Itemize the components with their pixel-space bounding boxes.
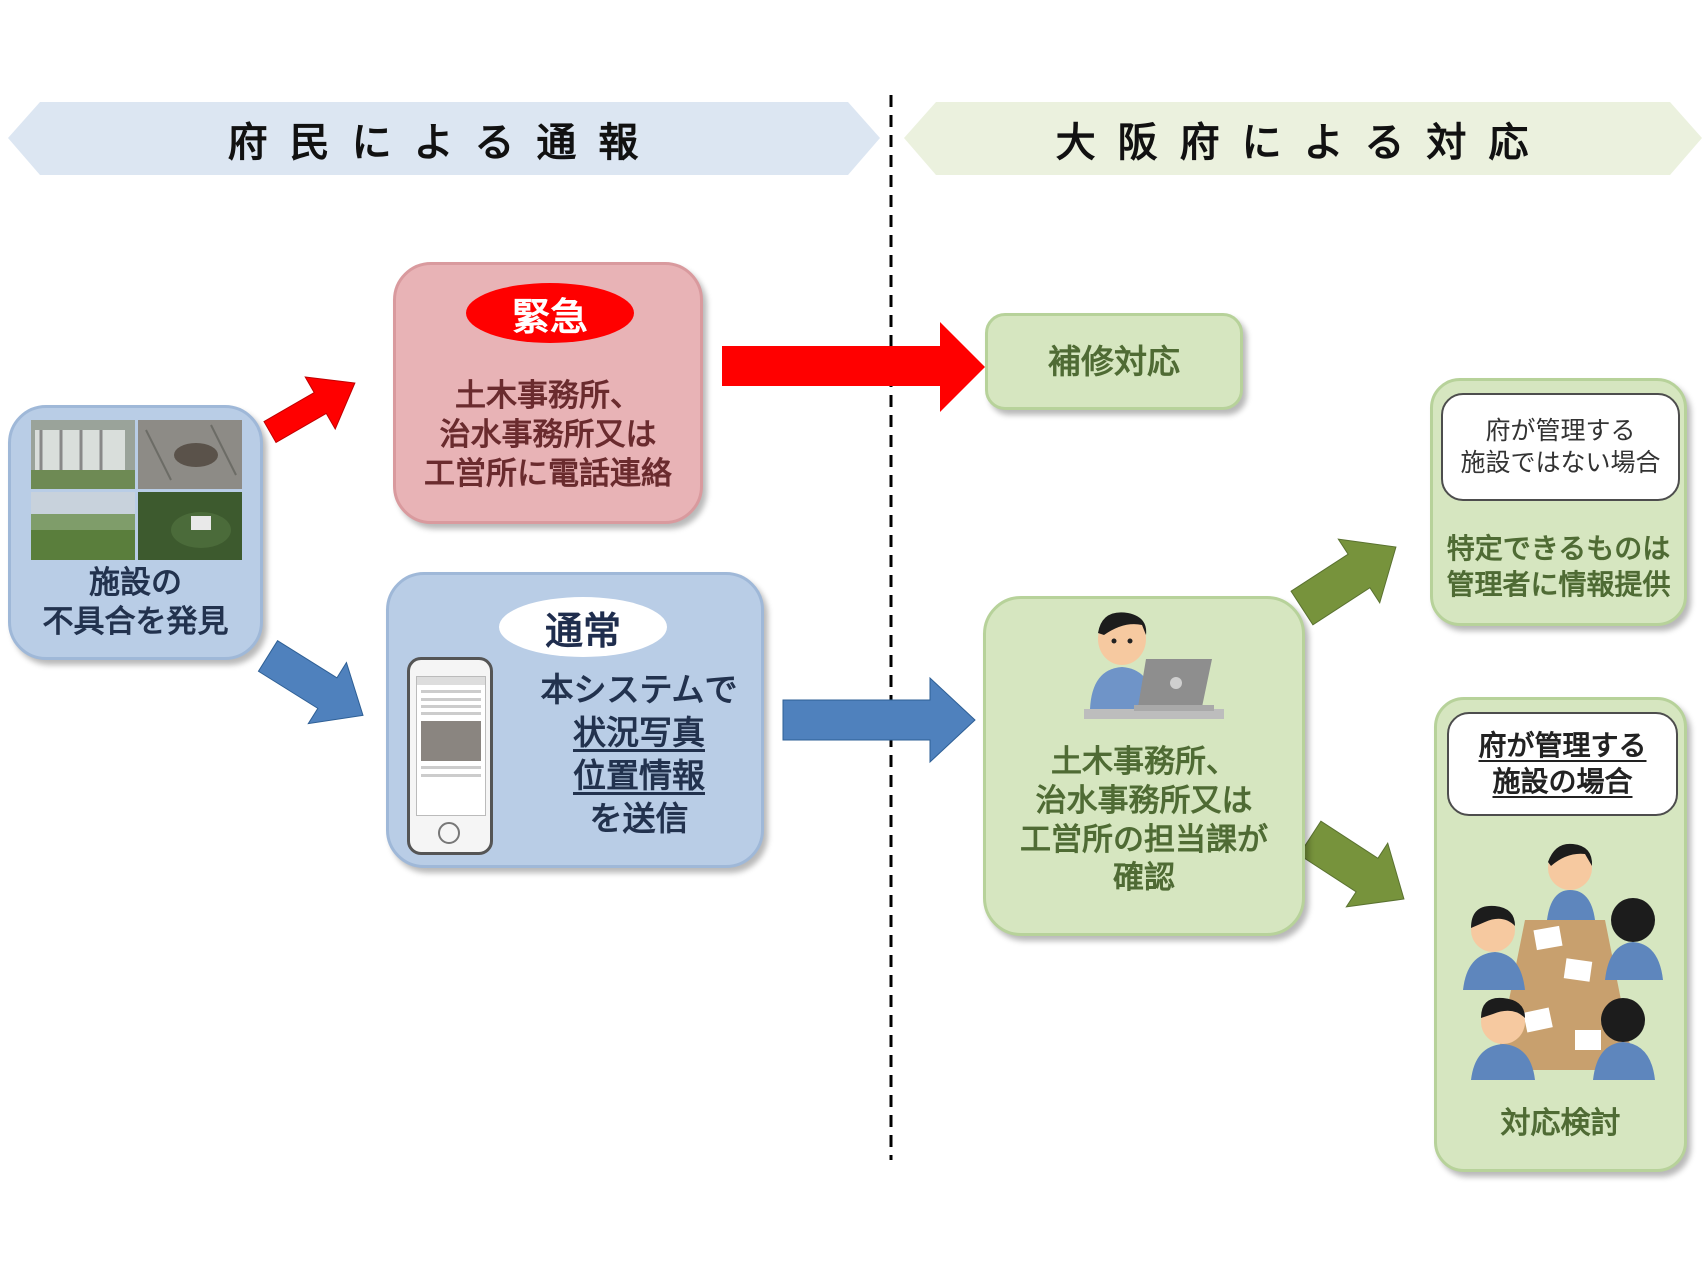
normal-badge: 通常 — [499, 597, 667, 657]
office-confirm-text: 土木事務所、 治水事務所又は 工営所の担当課が 確認 — [1020, 744, 1268, 897]
smartphone-icon — [407, 657, 493, 855]
header-right-title: 大阪府による対応 — [1055, 120, 1551, 166]
header-banner-left — [8, 102, 880, 175]
worker-laptop-icon — [1084, 612, 1224, 719]
not-managed-box: 府が管理する 施設ではない場合 特定できるものは 管理者に情報提供 — [1430, 378, 1687, 626]
not-managed-heading: 府が管理する 施設ではない場合 — [1441, 393, 1680, 501]
header-banner-right — [904, 102, 1702, 175]
office-confirm-box: 土木事務所、 治水事務所又は 工営所の担当課が 確認 — [983, 596, 1305, 936]
discover-box: 施設の 不具合を発見 — [8, 405, 263, 660]
header-left-title: 府民による通報 — [227, 120, 661, 166]
managed-box: 府が管理する 施設の場合 対応検討 — [1434, 697, 1687, 1172]
arrow-to-normal — [257, 640, 364, 725]
arrow-normal-to-office — [782, 676, 976, 764]
normal-box: 通常 本システムで 状況写真 位置情報 を送信 — [386, 572, 764, 868]
meeting-icon — [1463, 843, 1663, 1080]
repair-box: 補修対応 — [985, 313, 1243, 410]
emergency-text: 土木事務所、 治水事務所又は 工営所に電話連絡 — [424, 378, 672, 492]
arrow-emergency-to-repair — [722, 322, 985, 412]
normal-text: 本システムで 状況写真 位置情報 を送信 — [540, 670, 738, 838]
arrow-office-to-managed — [1298, 820, 1405, 908]
defect-photo-collage — [31, 420, 242, 560]
arrow-office-to-not-managed — [1290, 538, 1397, 626]
discover-label: 施設の 不具合を発見 — [42, 565, 229, 640]
emergency-box: 緊急 土木事務所、 治水事務所又は 工営所に電話連絡 — [393, 262, 703, 524]
not-managed-text: 特定できるものは 管理者に情報提供 — [1446, 532, 1671, 602]
arrow-to-emergency — [263, 376, 356, 444]
managed-caption: 対応検討 — [1500, 1106, 1621, 1141]
emergency-badge: 緊急 — [466, 283, 634, 343]
managed-heading: 府が管理する 施設の場合 — [1447, 712, 1678, 816]
